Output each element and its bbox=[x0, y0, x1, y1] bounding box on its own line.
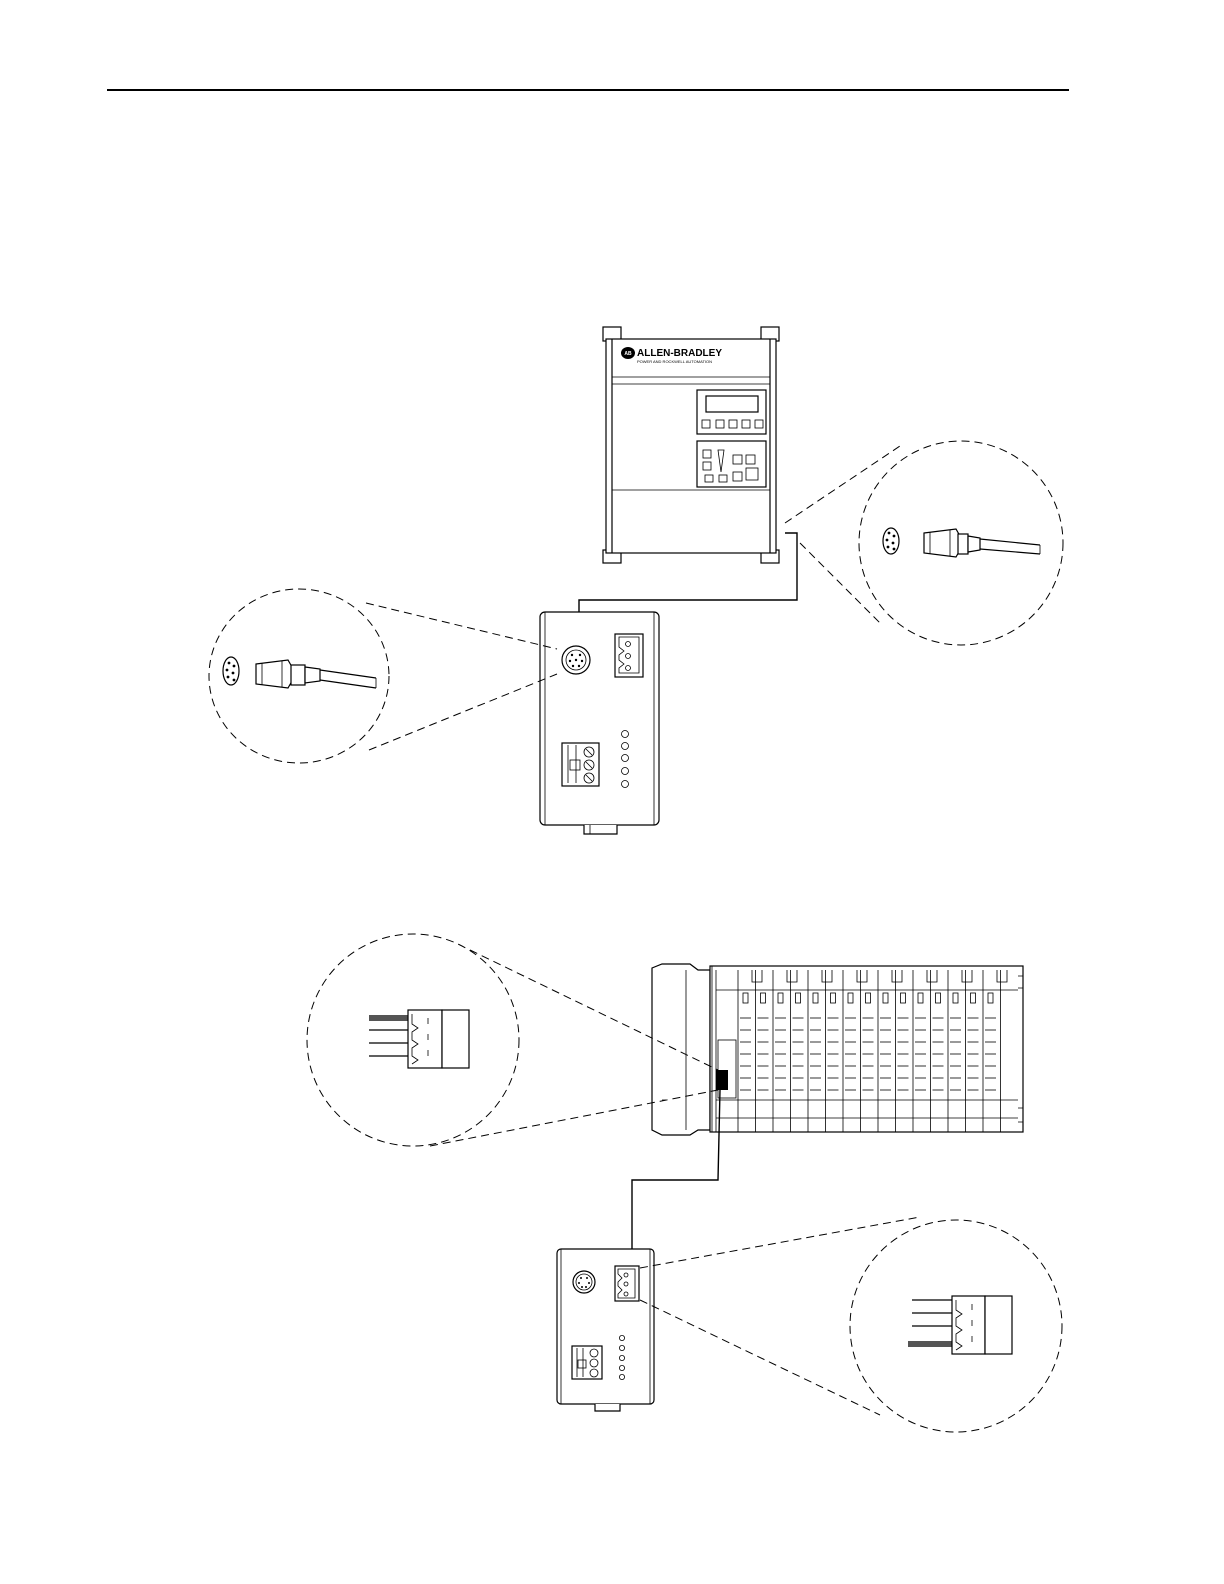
brand-subtitle: POWER AND ROCKWELL AUTOMATION bbox=[637, 359, 712, 364]
din-connector-icon bbox=[223, 657, 239, 685]
svg-text:AB: AB bbox=[624, 351, 632, 357]
din-port bbox=[573, 1271, 595, 1293]
allen-bradley-logo: AB ALLEN-BRADLEY POWER AND ROCKWELL AUTO… bbox=[621, 347, 722, 364]
zoom-callout-rack-connector bbox=[307, 934, 519, 1146]
power-terminal-block bbox=[562, 743, 599, 786]
three-pin-connector bbox=[615, 1266, 639, 1301]
interface-module-bottom bbox=[557, 1249, 654, 1411]
din-connector-icon bbox=[883, 528, 899, 554]
interface-module-top bbox=[540, 612, 659, 834]
zoom-callout-drive-port bbox=[859, 441, 1063, 645]
zoom-callout-module-port bbox=[209, 589, 389, 763]
mini-din-plug-icon bbox=[256, 660, 376, 688]
zoom-callout-module-connector bbox=[850, 1220, 1062, 1432]
din-port bbox=[562, 646, 590, 674]
ac-drive: AB ALLEN-BRADLEY POWER AND ROCKWELL AUTO… bbox=[603, 327, 779, 563]
mini-din-plug-icon bbox=[924, 529, 1040, 557]
brand-name: ALLEN-BRADLEY bbox=[637, 348, 722, 359]
keypad-display bbox=[697, 390, 766, 434]
power-terminal-block bbox=[572, 1346, 602, 1379]
keypad-buttons bbox=[697, 441, 766, 487]
three-pin-connector bbox=[615, 634, 643, 677]
io-rack bbox=[652, 964, 1023, 1135]
terminal-block-plug-icon bbox=[369, 1010, 469, 1068]
terminal-block-plug-icon bbox=[908, 1296, 1012, 1354]
